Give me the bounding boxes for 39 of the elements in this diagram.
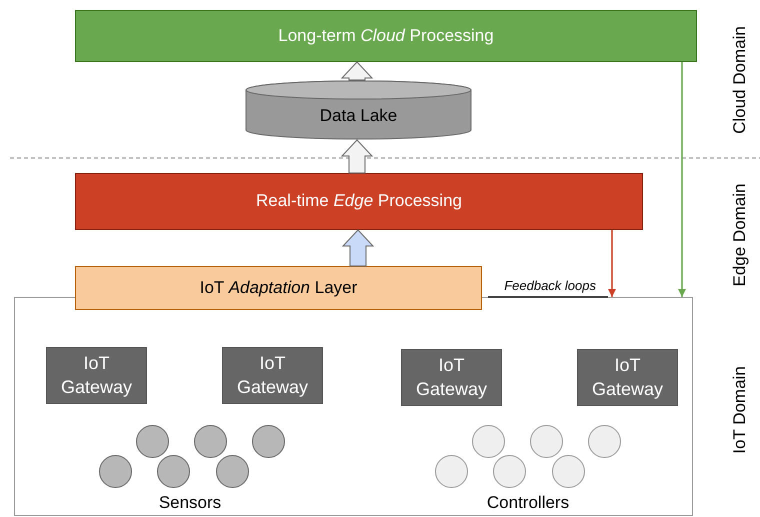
controller-circle — [552, 454, 584, 488]
box-label: IoT Adaptation Layer — [200, 278, 358, 298]
box-label: Real-time Edge Processing — [256, 191, 462, 212]
arrow — [608, 230, 616, 297]
gateway-label: IoT Gateway — [590, 354, 664, 401]
block-arrow — [340, 139, 374, 174]
group-label: Controllers — [486, 493, 570, 513]
sensor-circle — [252, 424, 284, 458]
domain-label: Cloud Domain — [730, 26, 750, 134]
gateway-label: IoT Gateway — [236, 352, 310, 399]
block-arrow — [340, 61, 374, 80]
processing-box — [75, 10, 697, 62]
sensor-circle — [98, 454, 132, 488]
gateway-box — [401, 349, 502, 406]
database-cylinder — [245, 80, 472, 140]
block-arrow — [342, 229, 374, 266]
processing-box — [75, 173, 643, 230]
domain-label: Edge Domain — [730, 184, 750, 286]
edge-label: Feedback loops — [502, 278, 598, 293]
sensor-circle — [194, 424, 226, 458]
gateway-box — [222, 347, 323, 404]
sensor-circle — [216, 454, 248, 488]
arrow — [678, 62, 686, 297]
box-label: Long-term Cloud Processing — [278, 26, 494, 46]
sensor-circle — [136, 424, 168, 458]
controller-circle — [588, 424, 620, 458]
controller-circle — [492, 454, 526, 488]
gateway-label: IoT Gateway — [414, 354, 488, 401]
domain-label: IoT Domain — [730, 366, 750, 454]
controller-circle — [434, 454, 468, 488]
gateway-box — [577, 349, 678, 406]
controller-circle — [472, 424, 504, 458]
controller-circle — [530, 424, 562, 458]
gateway-box — [46, 347, 147, 404]
group-label: Sensors — [158, 493, 222, 513]
box-label: Data Lake — [320, 106, 398, 126]
layer-box — [75, 266, 482, 310]
sensor-circle — [156, 454, 190, 488]
gateway-label: IoT Gateway — [60, 352, 134, 399]
